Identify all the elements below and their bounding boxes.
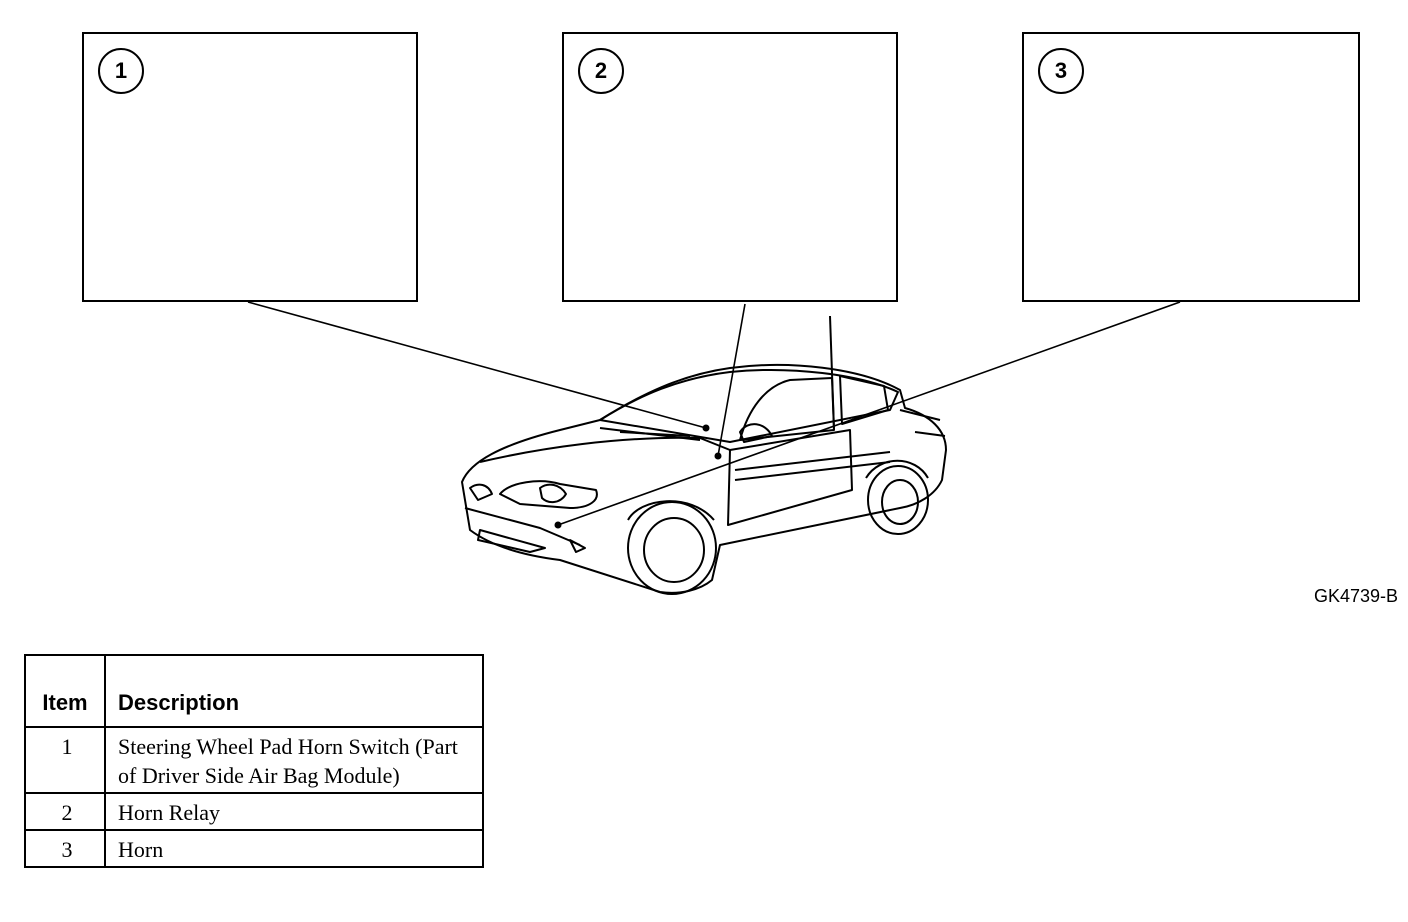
legend-item-number: 3 — [24, 829, 106, 868]
legend-item-description: Horn — [104, 829, 484, 868]
callout-number-2: 2 — [578, 48, 624, 94]
legend-header-description: Description — [104, 654, 484, 728]
callout-number-3: 3 — [1038, 48, 1084, 94]
callout-panel-3: 3 — [1022, 32, 1360, 302]
car-body — [461, 315, 947, 595]
legend-item-description: Steering Wheel Pad Horn Switch (Part of … — [104, 726, 484, 794]
legend-item-number: 1 — [24, 726, 106, 794]
leader-line-1 — [247, 301, 707, 429]
legend-item-number: 2 — [24, 792, 106, 831]
legend-header-row: Item Description — [24, 654, 484, 728]
callout-panel-2: 2 — [562, 32, 898, 302]
callout-panel-1: 1 — [82, 32, 418, 302]
legend-table: Item Description 1 Steering Wheel Pad Ho… — [24, 654, 484, 868]
legend-header-item: Item — [24, 654, 106, 728]
figure-code: GK4739-B — [1313, 586, 1398, 606]
legend-row: 2 Horn Relay — [24, 792, 484, 831]
callout-number-1: 1 — [98, 48, 144, 94]
leader-line-2 — [717, 303, 746, 457]
legend-item-description: Horn Relay — [104, 792, 484, 831]
legend-row: 3 Horn — [24, 829, 484, 868]
legend-row: 1 Steering Wheel Pad Horn Switch (Part o… — [24, 726, 484, 794]
